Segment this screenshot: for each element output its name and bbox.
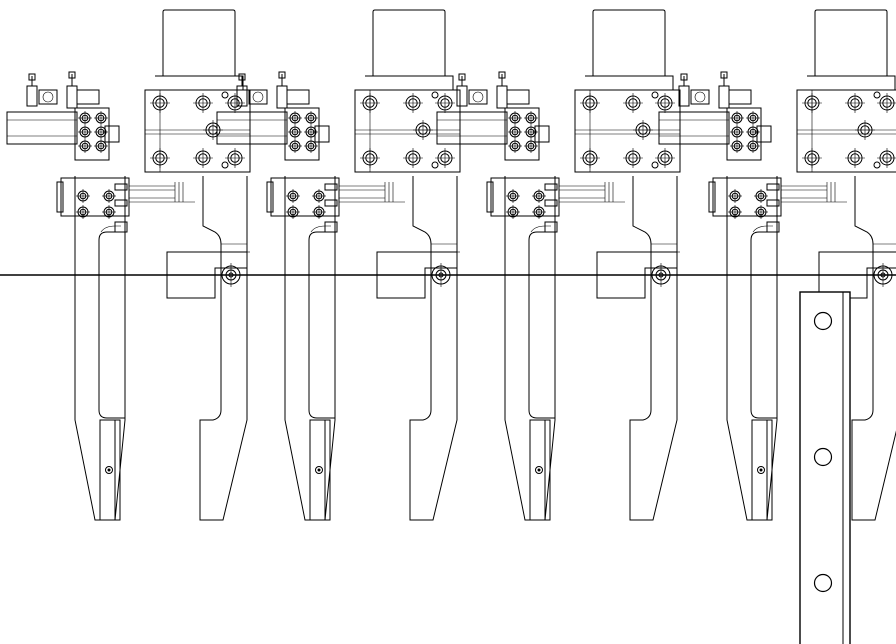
mounting-hole [813,311,833,331]
mounting-hole [813,573,833,593]
gripper-unit-4 [659,10,896,520]
gripper-unit-3 [437,10,680,520]
gripper-unit-1 [7,10,250,520]
mounting-bar [799,291,851,644]
mounting-hole [813,447,833,467]
gripper-unit-2 [217,10,460,520]
